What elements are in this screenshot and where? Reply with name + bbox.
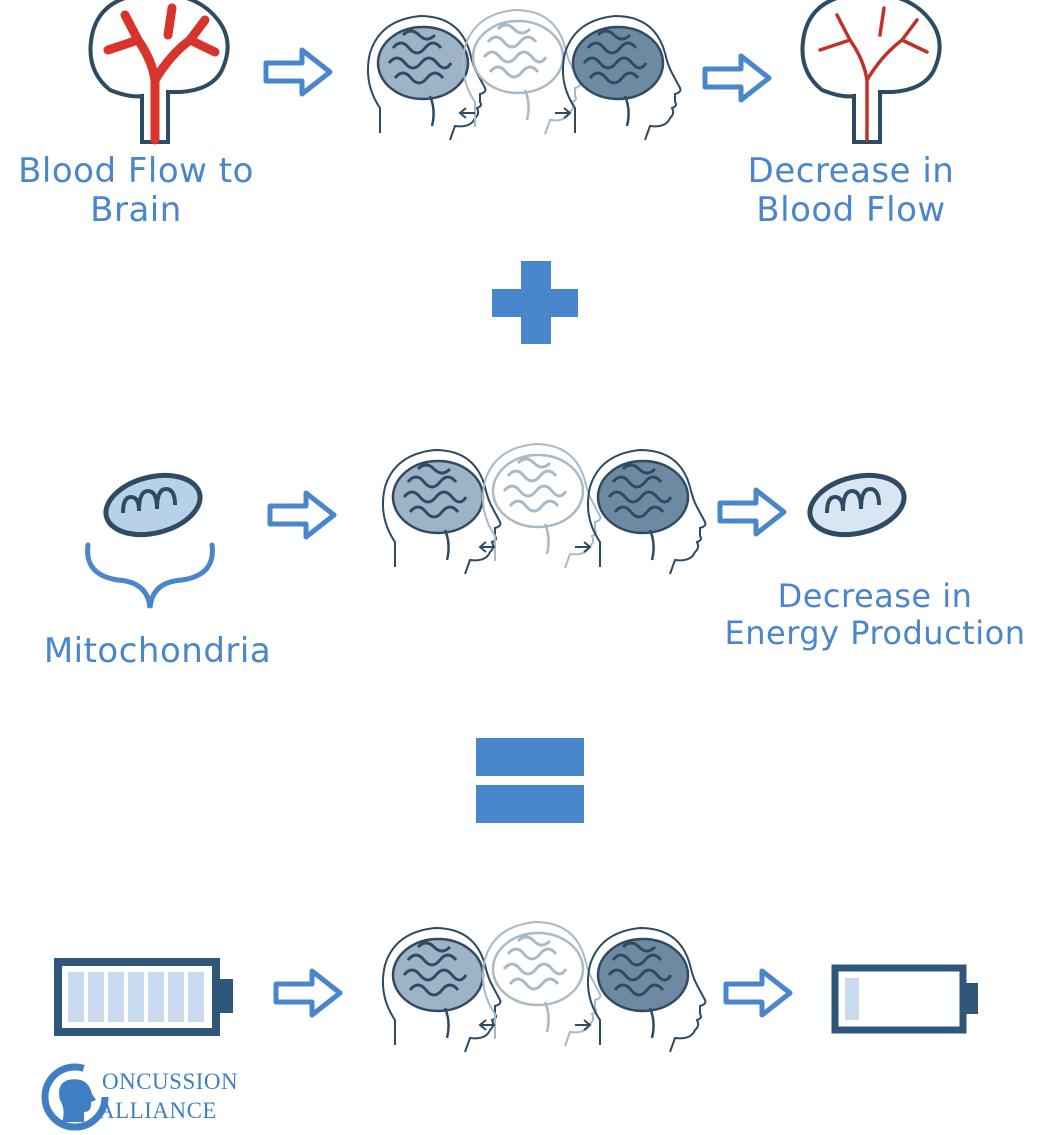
energy-decrease-label-line2: Energy Production xyxy=(724,614,1026,653)
logo-text-line2: ALLIANCE xyxy=(98,1098,217,1123)
arrow-icon xyxy=(270,493,334,537)
mitochondrion-damaged-icon xyxy=(804,466,911,544)
energy-decrease-label-line1: Decrease in xyxy=(777,577,973,615)
battery-cell xyxy=(88,972,104,1022)
mitochondrion-icon xyxy=(100,466,207,544)
battery-cell xyxy=(148,972,164,1022)
concussion-alliance-logo-icon xyxy=(41,1063,109,1131)
brace-icon xyxy=(85,542,215,609)
battery-low-icon xyxy=(831,964,978,1034)
mitochondria-label: Mitochondria xyxy=(43,631,272,671)
coup-contrecoup-heads-icon xyxy=(383,444,705,574)
battery-cell xyxy=(168,972,184,1022)
battery-cell xyxy=(68,972,84,1022)
brain-reduced-flow-icon xyxy=(800,0,942,144)
arrow-icon xyxy=(266,50,330,94)
battery-cell xyxy=(128,972,144,1022)
blood-decrease-label: Decrease in Blood Flow xyxy=(715,151,987,231)
blood-decrease-label-line2: Blood Flow xyxy=(756,190,946,231)
plus-icon xyxy=(492,261,578,344)
coup-contrecoup-heads-icon xyxy=(383,922,705,1052)
arrow-icon xyxy=(705,56,769,100)
energy-decrease-label: Decrease in Energy Production xyxy=(690,577,1060,653)
battery-full-icon xyxy=(54,958,233,1036)
battery-cell xyxy=(845,978,859,1020)
arrow-icon xyxy=(720,490,784,534)
battery-cell xyxy=(188,972,204,1022)
arrow-icon xyxy=(276,971,340,1015)
blood-flow-label-line2: Brain xyxy=(90,190,182,231)
equals-icon xyxy=(476,738,584,823)
battery-cell xyxy=(108,972,124,1022)
blood-decrease-label-line1: Decrease in xyxy=(747,151,955,191)
arrow-icon xyxy=(726,971,790,1015)
brain-blood-flow-icon xyxy=(88,0,230,145)
coup-contrecoup-heads-icon xyxy=(368,10,680,140)
blood-flow-label-line1: Blood Flow to xyxy=(18,151,254,191)
logo-text-line1: ONCUSSION xyxy=(102,1069,239,1094)
blood-flow-label: Blood Flow to Brain xyxy=(0,151,272,231)
